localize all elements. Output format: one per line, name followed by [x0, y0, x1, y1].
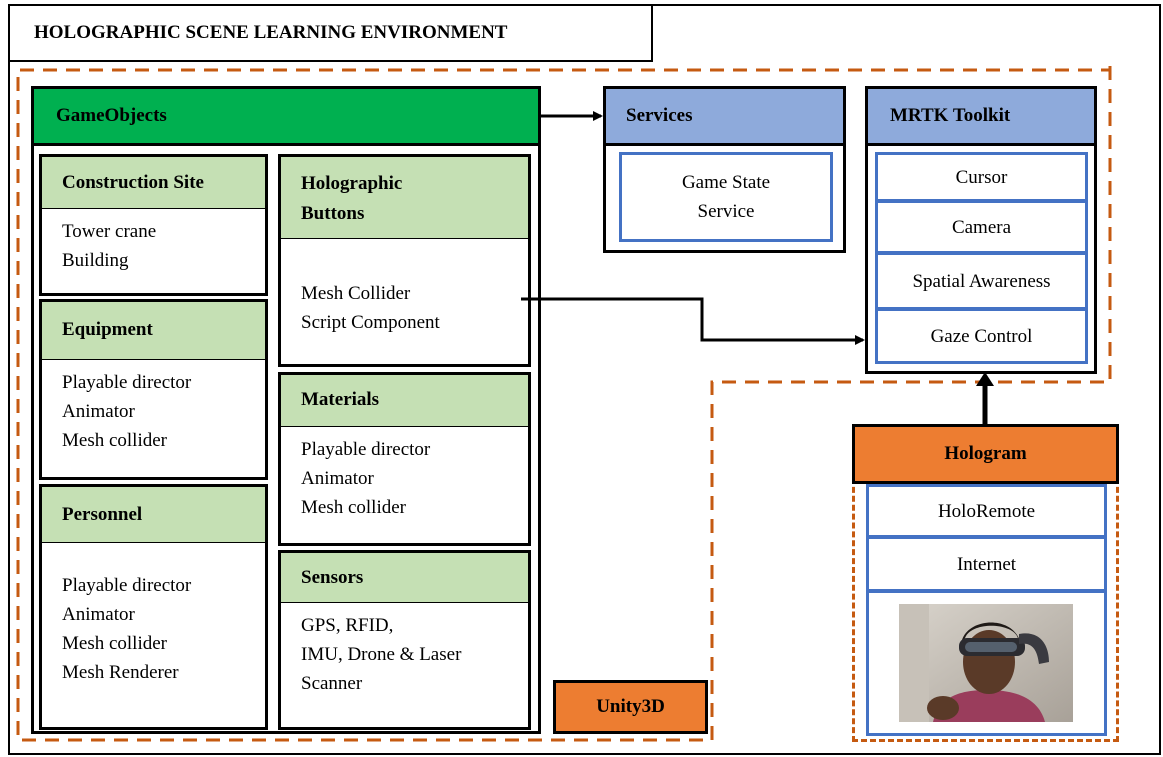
holographic-buttons-box: Holographic Buttons Mesh Collider Script…: [278, 154, 531, 367]
materials-header: Materials: [281, 375, 528, 427]
list-item: Animator: [62, 401, 135, 422]
hologram-region-outline: [852, 478, 1119, 742]
sensors-header: Sensors: [281, 553, 528, 603]
holographic-buttons-header: Holographic Buttons: [281, 157, 528, 239]
hologram-item-internet: Internet: [866, 536, 1107, 592]
list-item: Playable director: [301, 439, 431, 460]
hologram-item-holoremote: HoloRemote: [866, 484, 1107, 538]
construction-site-box: Construction Site Tower crane Building: [39, 154, 268, 296]
list-item: Playable director: [62, 372, 192, 393]
mrtk-header: MRTK Toolkit: [865, 86, 1097, 146]
gameobjects-header: GameObjects: [31, 86, 541, 146]
list-item: Scanner: [301, 673, 363, 694]
list-item: Playable director: [62, 575, 192, 596]
equipment-box: Equipment Playable director Animator Mes…: [39, 299, 268, 480]
diagram-title: HOLOGRAPHIC SCENE LEARNING ENVIRONMENT: [8, 4, 653, 62]
list-item: Tower crane: [62, 221, 157, 242]
list-item: Mesh Collider: [301, 283, 411, 304]
list-item: Building: [62, 250, 129, 271]
list-item: GPS, RFID,: [301, 615, 394, 636]
list-item: IMU, Drone & Laser: [301, 644, 462, 665]
unity3d-label: Unity3D: [553, 680, 708, 734]
hologram-header: Hologram: [852, 424, 1119, 484]
sensors-box: Sensors GPS, RFID, IMU, Drone & Laser Sc…: [278, 550, 531, 730]
mrtk-item-gaze-control: Gaze Control: [875, 308, 1088, 364]
construction-site-header: Construction Site: [42, 157, 265, 209]
list-item: Animator: [301, 468, 374, 489]
list-item: Mesh Renderer: [62, 662, 179, 683]
mrtk-item-camera: Camera: [875, 200, 1088, 254]
list-item: Mesh collider: [62, 430, 168, 451]
list-item: Mesh collider: [62, 633, 168, 654]
arrow-buttons-to-gaze: [521, 297, 865, 345]
services-header: Services: [603, 86, 846, 146]
list-item: Animator: [62, 604, 135, 625]
personnel-box: Personnel Playable director Animator Mes…: [39, 484, 268, 730]
list-item: Script Component: [301, 312, 440, 333]
materials-box: Materials Playable director Animator Mes…: [278, 372, 531, 546]
list-item: Mesh collider: [301, 497, 407, 518]
equipment-header: Equipment: [42, 302, 265, 360]
personnel-header: Personnel: [42, 487, 265, 543]
hololens-user-photo: [899, 604, 1073, 722]
game-state-service-box: Game State Service: [619, 152, 833, 242]
